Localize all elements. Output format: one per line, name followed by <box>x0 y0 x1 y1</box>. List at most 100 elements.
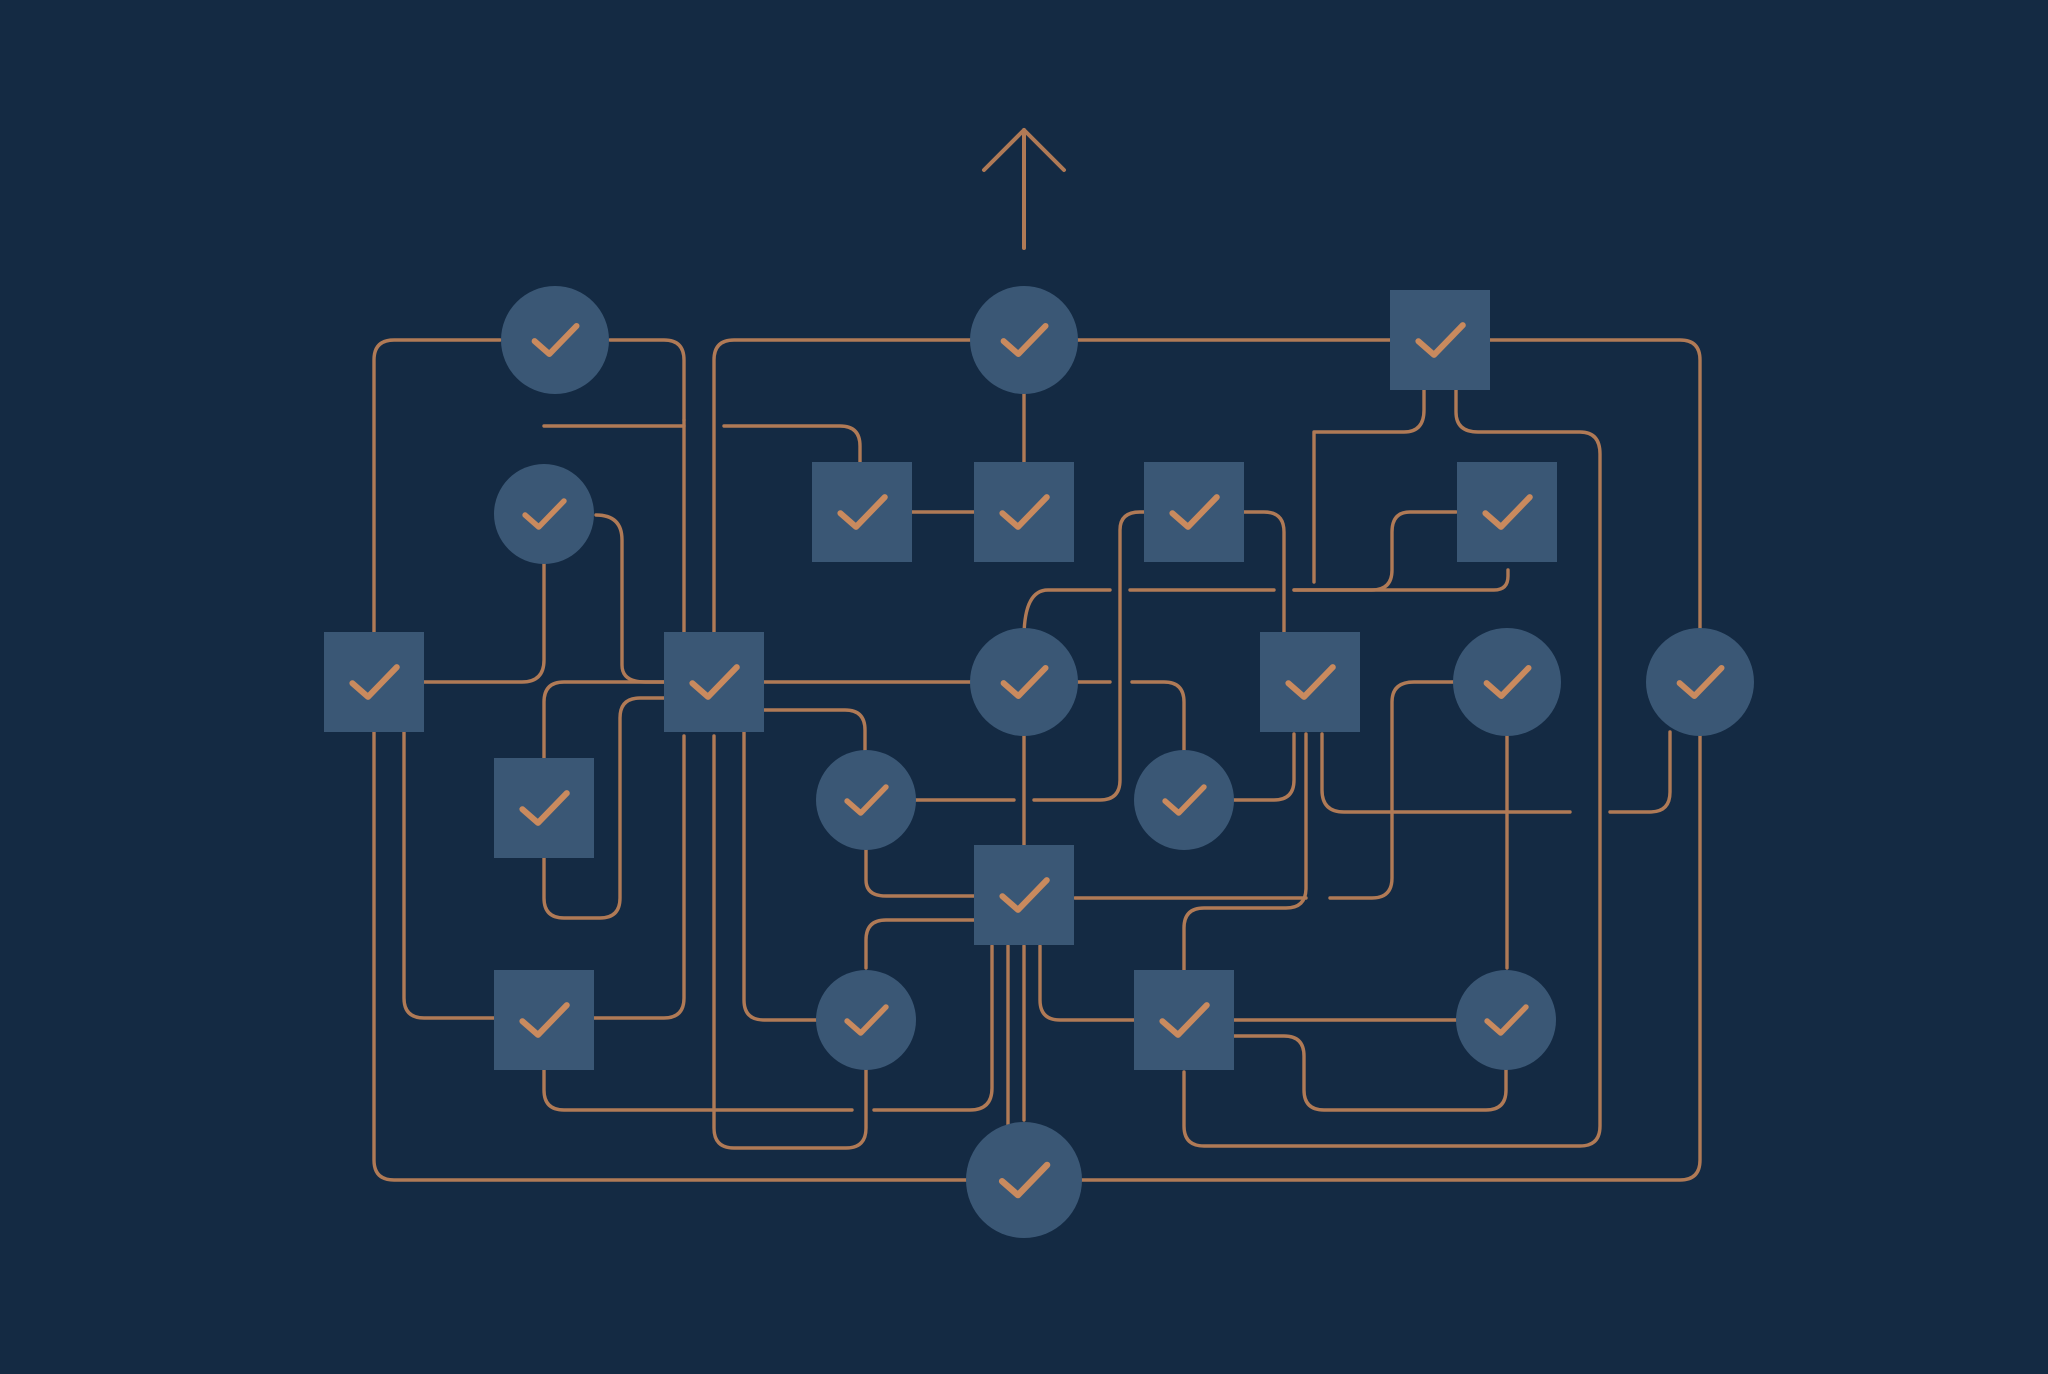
check-icon <box>837 494 888 530</box>
node-square-shape <box>494 970 594 1070</box>
square-node <box>974 462 1074 562</box>
node-square-shape <box>324 632 424 732</box>
connector-c16 <box>1130 680 1186 752</box>
connector-r7 <box>1292 510 1458 592</box>
process-nodes <box>324 286 1754 1238</box>
connector-r12 <box>1182 732 1308 972</box>
check-icon <box>1676 664 1725 700</box>
node-circle-shape <box>816 750 916 850</box>
square-node <box>494 970 594 1070</box>
check-icon <box>844 1004 889 1036</box>
square-node <box>324 632 424 732</box>
node-square-shape <box>812 462 912 562</box>
node-circle-shape <box>966 1122 1082 1238</box>
connector-l10 <box>542 1068 854 1112</box>
square-node <box>1457 462 1557 562</box>
square-node <box>1260 632 1360 732</box>
node-circle-shape <box>1453 628 1561 736</box>
check-icon <box>1484 1004 1529 1036</box>
check-icon <box>522 498 567 530</box>
node-circle-shape <box>501 286 609 394</box>
check-icon <box>689 664 740 700</box>
connector-lines <box>372 338 1702 1182</box>
connector-l2 <box>422 561 546 684</box>
connector-c10 <box>864 918 976 970</box>
check-icon <box>1000 664 1049 700</box>
connector-r10 <box>1328 680 1456 900</box>
check-icon <box>1415 322 1466 358</box>
connector-c13 <box>1038 944 1136 1022</box>
check-icon <box>1482 494 1533 530</box>
circle-node <box>1646 628 1754 736</box>
node-circle-shape <box>970 286 1078 394</box>
check-icon <box>999 877 1050 913</box>
circle-node <box>970 628 1078 736</box>
connector-r3 <box>1232 732 1296 802</box>
connector-l8 <box>402 730 496 1020</box>
check-icon <box>519 1002 570 1038</box>
connector-c14 <box>1022 588 1112 640</box>
check-icon <box>1169 494 1220 530</box>
node-square-shape <box>1390 290 1490 390</box>
connector-c11 <box>872 944 994 1112</box>
node-square-shape <box>1134 970 1234 1070</box>
check-icon <box>531 322 580 358</box>
circle-node <box>970 286 1078 394</box>
connector-l5 <box>722 424 862 464</box>
node-square-shape <box>664 632 764 732</box>
connector-r9 <box>1608 730 1672 814</box>
node-square-shape <box>1457 462 1557 562</box>
circle-node <box>966 1122 1082 1238</box>
connector-l11 <box>712 734 868 1150</box>
square-node <box>1390 290 1490 390</box>
circle-node <box>816 750 916 850</box>
node-circle-shape <box>970 628 1078 736</box>
circle-node <box>1456 970 1556 1070</box>
square-node <box>812 462 912 562</box>
node-square-shape <box>974 845 1074 945</box>
check-icon <box>1159 1002 1210 1038</box>
connector-r5 <box>1182 388 1602 1148</box>
connector-r4 <box>1312 388 1426 584</box>
square-node <box>494 758 594 858</box>
node-square-shape <box>494 758 594 858</box>
circle-node <box>501 286 609 394</box>
circle-node <box>494 464 594 564</box>
connector-r6 <box>1292 568 1510 592</box>
check-icon <box>844 784 889 816</box>
check-icon <box>1000 322 1049 358</box>
connector-top-mid <box>712 338 972 642</box>
square-node <box>974 845 1074 945</box>
check-icon <box>349 664 400 700</box>
connector-l9 <box>592 734 686 1020</box>
connector-r2 <box>1242 510 1286 642</box>
connector-c8 <box>864 848 976 898</box>
check-icon <box>999 494 1050 530</box>
check-icon <box>1483 664 1532 700</box>
square-node <box>1134 970 1234 1070</box>
check-icon <box>1162 784 1207 816</box>
circle-node <box>1134 750 1234 850</box>
node-circle-shape <box>1646 628 1754 736</box>
connector-r15 <box>1232 1034 1508 1112</box>
node-square-shape <box>1260 632 1360 732</box>
connector-c6 <box>762 708 867 782</box>
node-circle-shape <box>1456 970 1556 1070</box>
square-node <box>664 632 764 732</box>
connector-c7 <box>742 728 820 1022</box>
node-square-shape <box>974 462 1074 562</box>
circle-node <box>1453 628 1561 736</box>
circle-node <box>816 970 916 1070</box>
check-icon <box>519 790 570 826</box>
node-square-shape <box>1144 462 1244 562</box>
connector-r8 <box>1320 732 1572 814</box>
node-circle-shape <box>1134 750 1234 850</box>
connector-l6 <box>542 680 666 762</box>
check-icon <box>998 1161 1051 1199</box>
square-node <box>1144 462 1244 562</box>
connector-top-left <box>608 338 686 422</box>
connector-c17 <box>1032 510 1146 802</box>
node-circle-shape <box>494 464 594 564</box>
